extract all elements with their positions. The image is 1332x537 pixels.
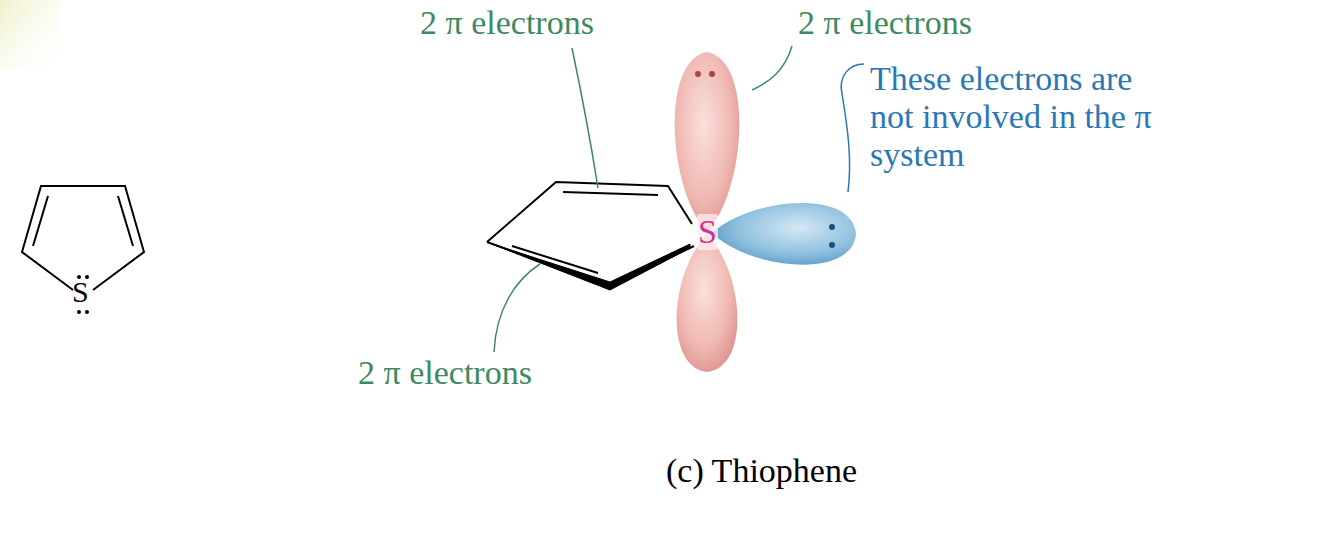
thiophene-structure (22, 186, 144, 290)
lone-pair-dots (829, 224, 835, 248)
sulfur-atom: S (72, 276, 89, 308)
slide-corner (0, 0, 60, 70)
pi-electron-label: 2 π electrons (798, 4, 972, 42)
pi-electron-label: 2 π electrons (358, 354, 532, 392)
leader-lines (494, 46, 864, 352)
sulfur-atom: S (697, 214, 718, 250)
sp2-lone-pair-lobe (712, 203, 856, 265)
figure-caption: (c) Thiophene (666, 452, 857, 490)
thiophene-ring (487, 182, 694, 290)
callout-note: These electrons are not involved in the … (870, 60, 1170, 174)
pi-lone-pair-dots (695, 71, 715, 77)
pi-electron-label: 2 π electrons (420, 4, 594, 42)
p-orbital-bottom-lobe (677, 234, 738, 372)
p-orbital-top-lobe (675, 52, 740, 232)
